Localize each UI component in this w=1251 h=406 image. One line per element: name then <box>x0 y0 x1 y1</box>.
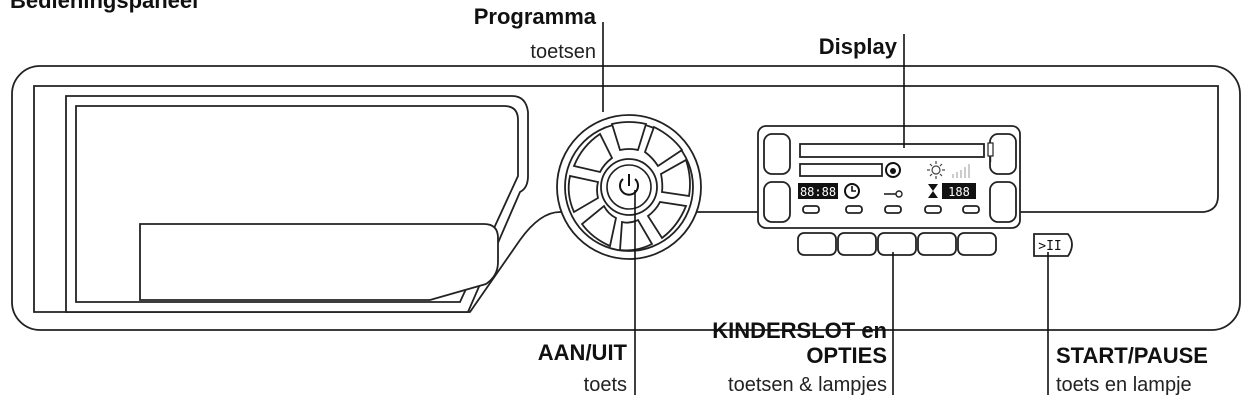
svg-text:KINDERSLOT en: KINDERSLOT en <box>712 318 887 343</box>
drawer-handle[interactable] <box>139 223 499 301</box>
svg-text:AAN/UIT: AAN/UIT <box>538 340 628 365</box>
display-text-bar <box>799 143 985 158</box>
indicator-led-1 <box>802 205 820 214</box>
svg-text:toetsen: toetsen <box>530 41 596 63</box>
option-button-3[interactable] <box>877 232 917 256</box>
display-progress-bar <box>799 163 883 177</box>
display-housing: 88:88 188 <box>757 125 1021 229</box>
svg-text:START/PAUSE: START/PAUSE <box>1056 343 1208 368</box>
program-key-6[interactable] <box>580 204 618 248</box>
display-side-right-top <box>989 133 1017 175</box>
key-icon <box>884 190 903 198</box>
start-pause-glyph-icon: >II <box>1038 239 1061 254</box>
indicator-led-4 <box>924 205 942 214</box>
svg-text:188: 188 <box>948 185 970 199</box>
callout-lines <box>602 22 1049 395</box>
hourglass-icon <box>928 184 938 198</box>
svg-text:toets: toets <box>584 374 627 396</box>
sun-icon <box>927 161 945 179</box>
program-key-2[interactable] <box>643 125 684 168</box>
spin-icon <box>885 162 901 178</box>
display-side-left-top <box>763 133 791 175</box>
program-key-8[interactable] <box>572 132 614 174</box>
svg-text:88:88: 88:88 <box>800 185 836 199</box>
program-key-3[interactable] <box>659 158 691 198</box>
svg-text:toets en lampje: toets en lampje <box>1056 374 1192 396</box>
program-key-1[interactable] <box>610 121 648 152</box>
top-heading: Bedieningspaneel <box>10 0 198 13</box>
program-key-7[interactable] <box>567 174 600 214</box>
svg-text:Programma: Programma <box>474 4 597 29</box>
indicator-led-3 <box>884 205 902 214</box>
option-button-1[interactable] <box>797 232 837 256</box>
delay-icon <box>844 183 860 199</box>
time-digits-right: 188 <box>942 183 976 199</box>
option-buttons[interactable] <box>797 232 997 256</box>
label-kinderslot: KINDERSLOT en OPTIES toetsen & lampjes <box>712 318 887 396</box>
label-aan-uit: AAN/UIT toets <box>538 340 628 396</box>
option-button-4[interactable] <box>917 232 957 256</box>
time-digits-left: 88:88 <box>798 183 838 199</box>
indicator-led-5 <box>962 205 980 214</box>
svg-text:toetsen & lampjes: toetsen & lampjes <box>728 374 887 396</box>
indicator-led-2 <box>845 205 863 214</box>
label-start-pause: START/PAUSE toets en lampje <box>1056 343 1208 396</box>
program-key-segments[interactable] <box>567 121 691 252</box>
display-side-right-bottom <box>989 181 1017 223</box>
detergent-drawer[interactable] <box>65 95 529 313</box>
power-icon <box>619 174 639 196</box>
svg-text:Display: Display <box>819 34 898 59</box>
label-programma: Programma toetsen <box>474 4 597 63</box>
option-button-5[interactable] <box>957 232 997 256</box>
thermometer-icon <box>987 142 994 162</box>
program-key-4[interactable] <box>646 201 688 240</box>
option-button-2[interactable] <box>837 232 877 256</box>
signal-level-icon <box>952 164 970 178</box>
start-pause-button[interactable]: >II <box>1033 233 1073 257</box>
program-dial[interactable] <box>556 114 702 260</box>
svg-text:OPTIES: OPTIES <box>806 343 887 368</box>
power-button[interactable] <box>606 164 652 210</box>
label-display: Display <box>819 34 898 59</box>
top-heading-text: Bedieningspaneel <box>10 0 198 13</box>
display-side-left-bottom <box>763 181 791 223</box>
